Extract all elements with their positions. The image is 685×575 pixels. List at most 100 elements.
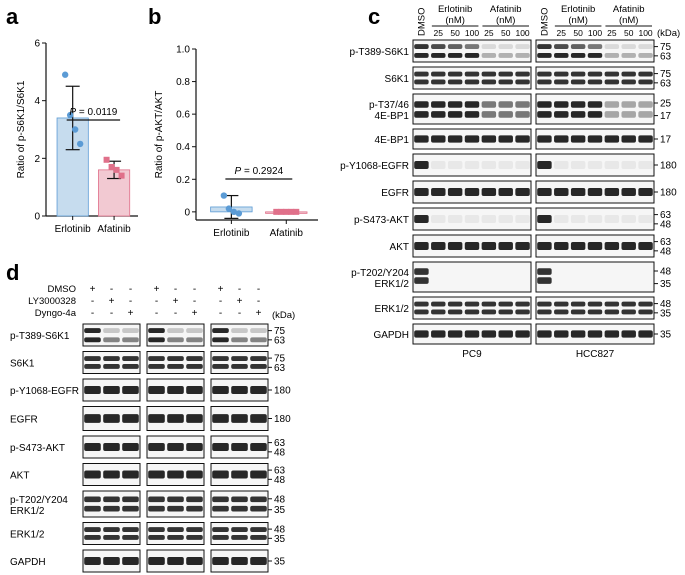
- blot-band: [122, 337, 139, 343]
- blot-band: [554, 301, 569, 307]
- blot-band: [587, 301, 603, 307]
- blot-band: [431, 101, 446, 108]
- blot-box: [412, 261, 532, 293]
- marker-label: 63: [660, 210, 672, 221]
- p-symbol: P: [69, 107, 76, 118]
- blot-band: [447, 44, 463, 50]
- blot-band: [570, 309, 586, 315]
- blot-band: [148, 443, 165, 451]
- blot-box: [82, 490, 141, 518]
- blot-band: [570, 301, 586, 307]
- blot-band: [498, 135, 513, 143]
- sign-label: +: [256, 308, 262, 319]
- blot-band: [122, 557, 139, 565]
- panel-label-b: b: [148, 4, 161, 29]
- x-tick-label: Afatinib: [97, 224, 131, 235]
- sign-label: -: [238, 284, 241, 295]
- treatment-label: DMSO: [48, 284, 77, 295]
- blot-band: [212, 557, 229, 565]
- blot-band: [621, 309, 636, 315]
- row-label: 4E-BP1: [375, 135, 410, 146]
- blot-band: [250, 328, 267, 334]
- blot-band: [414, 215, 429, 223]
- marker-label: 63: [274, 363, 286, 374]
- blot-band: [431, 330, 446, 338]
- y-tick-label: 4: [34, 96, 40, 107]
- blot-band: [447, 242, 463, 250]
- blot-band: [464, 301, 480, 307]
- blot-band: [122, 505, 139, 512]
- blot-band: [231, 364, 248, 369]
- blot-box: [82, 323, 141, 347]
- marker-label: 35: [274, 534, 286, 545]
- p-value: = 0.0119: [76, 107, 118, 118]
- blot-band: [414, 71, 429, 77]
- blot-band: [167, 328, 184, 334]
- data-point: [283, 208, 290, 215]
- blot-band: [231, 527, 248, 532]
- data-point: [66, 111, 74, 119]
- dose-label: 50: [501, 28, 511, 38]
- blot-band: [570, 188, 586, 196]
- marker-label: 25: [660, 99, 672, 110]
- dmso-label: DMSO: [416, 8, 427, 37]
- dose-label: 100: [588, 28, 602, 38]
- blot-band: [638, 161, 653, 169]
- dmso-label: DMSO: [539, 8, 550, 37]
- blot-band: [414, 161, 429, 169]
- row-label: p-T37/46: [369, 100, 409, 111]
- row-label: p-S473-AKT: [10, 443, 65, 454]
- blot-band: [554, 44, 569, 50]
- marker-label: 35: [274, 557, 286, 568]
- data-point: [273, 208, 280, 215]
- blot-band: [638, 301, 653, 307]
- blot-band: [103, 364, 120, 369]
- kda-label: (kDa): [272, 310, 295, 321]
- blot-band: [212, 535, 229, 540]
- blot-band: [515, 111, 530, 118]
- blot-band: [414, 277, 429, 284]
- marker-label: 180: [660, 188, 677, 199]
- blot-band: [431, 309, 446, 315]
- blot-band: [186, 364, 203, 369]
- y-tick-label: 2: [34, 154, 40, 165]
- treatment-label: LY3000328: [28, 296, 76, 307]
- blot-band: [103, 496, 120, 503]
- blot-band: [103, 557, 120, 565]
- blot-band: [414, 101, 429, 108]
- blot-band: [447, 301, 463, 307]
- marker-label: 180: [274, 414, 291, 425]
- sign-label: -: [219, 296, 222, 307]
- row-label: p-T202/Y204: [351, 268, 409, 279]
- row-label: p-Y1068-EGFR: [10, 386, 79, 397]
- blot-box: [210, 522, 269, 545]
- blot-band: [621, 111, 636, 118]
- blot-band: [84, 443, 101, 451]
- blot-band: [498, 242, 513, 250]
- blot-band: [464, 309, 480, 315]
- blot-band: [515, 101, 530, 108]
- blot-band: [84, 470, 101, 479]
- blot-band: [167, 505, 184, 512]
- afatinib-label: Afatinib: [490, 4, 522, 15]
- marker-label: 35: [660, 279, 672, 290]
- blot-band: [621, 215, 636, 223]
- blot-band: [498, 71, 513, 77]
- blot-band: [638, 71, 653, 77]
- blot-band: [122, 386, 139, 394]
- data-point: [230, 208, 238, 216]
- sign-label: -: [91, 296, 94, 307]
- blot-band: [167, 496, 184, 503]
- blot-band: [604, 101, 620, 108]
- blot-band: [498, 79, 513, 85]
- cell-label: PC9: [462, 349, 482, 360]
- sign-label: +: [173, 296, 179, 307]
- afatinib-unit: (nM): [619, 15, 639, 26]
- blot-band: [212, 496, 229, 503]
- blot-band: [621, 52, 636, 58]
- blot-band: [414, 79, 429, 85]
- blot-band: [84, 386, 101, 394]
- sign-label: +: [154, 284, 160, 295]
- marker-label: 17: [660, 111, 672, 122]
- blot-band: [231, 386, 248, 394]
